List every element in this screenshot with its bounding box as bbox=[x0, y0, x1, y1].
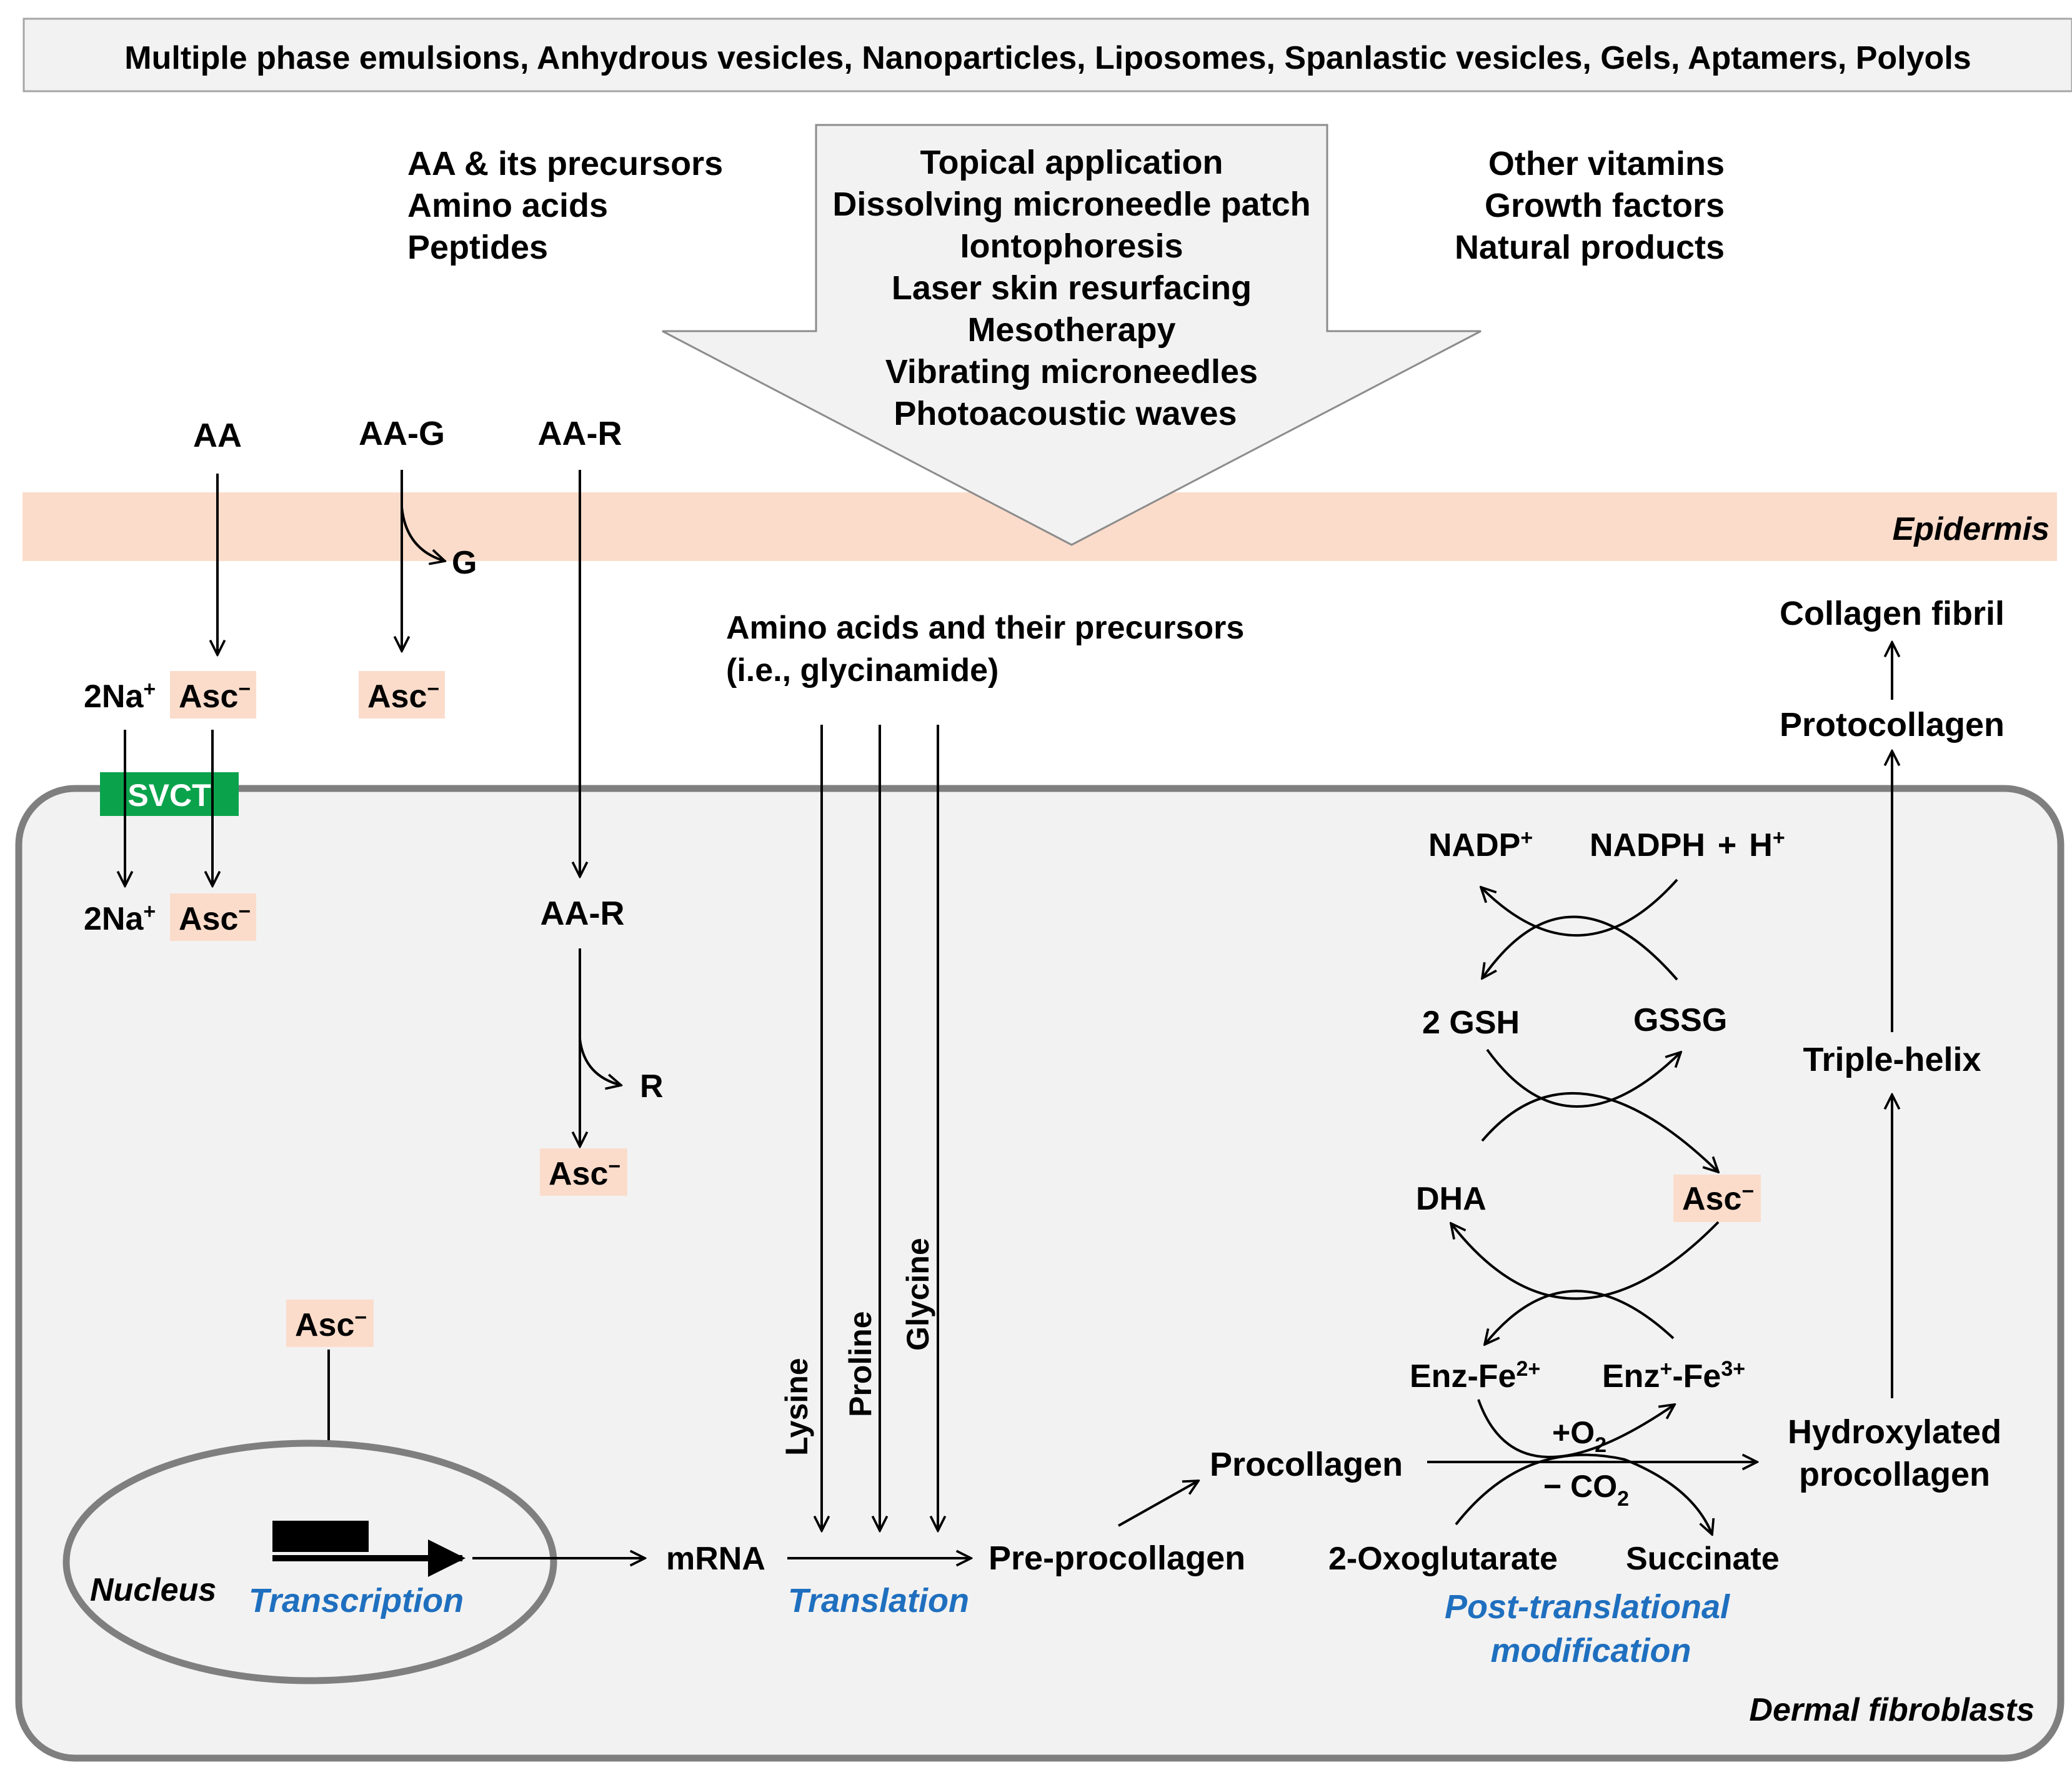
left-list-item: AA & its precursors bbox=[407, 145, 723, 182]
top-banner-text: Multiple phase emulsions, Anhydrous vesi… bbox=[124, 40, 1971, 76]
right-list-item: Natural products bbox=[1455, 229, 1725, 266]
proline-label: Proline bbox=[843, 1311, 878, 1417]
to-procollagen-arrow bbox=[1118, 1481, 1198, 1527]
enz-fe2-label: Enz-Fe2+ bbox=[1410, 1357, 1540, 1395]
svct-label: SVCT bbox=[127, 778, 211, 813]
gssg-label: GSSG bbox=[1633, 1002, 1727, 1038]
delivery-method: Vibrating microneedles bbox=[885, 353, 1258, 390]
delivery-method: Mesotherapy bbox=[967, 311, 1175, 349]
asc-box bbox=[540, 1148, 627, 1196]
na-label: 2Na+ bbox=[84, 677, 156, 715]
gsh-to-gssg-arc bbox=[1486, 1048, 1681, 1108]
delivery-arrow bbox=[662, 124, 1482, 546]
post-translational-line: modification bbox=[1491, 1632, 1691, 1669]
asc-label: Asc− bbox=[549, 1155, 620, 1192]
enz-fe2-to-fe3-arc bbox=[1477, 1399, 1675, 1458]
left-list-item: Peptides bbox=[407, 229, 548, 266]
hydroxylated-line: Hydroxylated bbox=[1788, 1413, 2001, 1451]
asc-box bbox=[1673, 1175, 1761, 1222]
translation-label: Translation bbox=[788, 1582, 969, 1619]
amino-precursors-line: (i.e., glycinamide) bbox=[726, 652, 999, 689]
left-list: AA & its precursors Amino acids Peptides bbox=[407, 145, 723, 266]
nadp-label: NADP+ bbox=[1428, 826, 1533, 863]
transcription-label: Transcription bbox=[249, 1582, 464, 1619]
right-list: Other vitamins Growth factors Natural pr… bbox=[1455, 145, 1725, 266]
delivery-methods: Topical application Dissolving microneed… bbox=[832, 144, 1310, 432]
asc-label: Asc− bbox=[179, 677, 251, 715]
asc-box bbox=[359, 671, 445, 718]
nucleus bbox=[62, 1439, 557, 1684]
nadph-to-nadp-arc bbox=[1481, 878, 1678, 937]
delivery-method: Iontophoresis bbox=[960, 227, 1183, 265]
dha-to-asc-arc bbox=[1481, 1091, 1718, 1172]
asc-label: Asc− bbox=[179, 900, 251, 937]
aa-label: AA bbox=[193, 417, 242, 454]
aa-r-label: AA-R bbox=[538, 415, 622, 452]
pre-procollagen-label: Pre-procollagen bbox=[989, 1539, 1245, 1577]
succinate-label: Succinate bbox=[1626, 1541, 1780, 1577]
gssg-to-gsh-arc bbox=[1482, 915, 1678, 980]
aa-r-inner-label: AA-R bbox=[540, 895, 625, 932]
mrna-label: mRNA bbox=[666, 1541, 765, 1577]
right-list-item: Growth factors bbox=[1485, 187, 1725, 224]
dermal-fibroblasts-label: Dermal fibroblasts bbox=[1749, 1692, 2035, 1728]
collagen-fibril-label: Collagen fibril bbox=[1780, 595, 2005, 632]
oxoglutarate-label: 2-Oxoglutarate bbox=[1328, 1541, 1558, 1577]
o2-label: +O2 bbox=[1552, 1415, 1606, 1457]
protocollagen-label: Protocollagen bbox=[1780, 706, 2005, 743]
triple-helix-label: Triple-helix bbox=[1803, 1041, 1981, 1078]
nadph-label: NADPH+H+ bbox=[1590, 826, 1785, 863]
asc-label: Asc− bbox=[1682, 1180, 1754, 1217]
gene-block bbox=[272, 1521, 369, 1552]
top-banner-box bbox=[22, 17, 2072, 92]
right-list-item: Other vitamins bbox=[1488, 145, 1725, 182]
g-release-arrow bbox=[401, 507, 445, 561]
asc-label: Asc− bbox=[295, 1306, 367, 1343]
post-translational-line: Post-translational bbox=[1445, 1588, 1730, 1626]
left-list-item: Amino acids bbox=[407, 187, 608, 224]
g-label: G bbox=[452, 545, 477, 581]
asc-box bbox=[286, 1300, 374, 1347]
delivery-method: Topical application bbox=[920, 144, 1223, 181]
nucleus-label: Nucleus bbox=[90, 1572, 216, 1608]
enz-fe3-label: Enz+-Fe3+ bbox=[1602, 1357, 1745, 1395]
amino-precursors-line: Amino acids and their precursors bbox=[726, 610, 1244, 646]
hydroxylated-line: procollagen bbox=[1799, 1456, 1990, 1493]
asc-to-dha-arc bbox=[1451, 1221, 1720, 1300]
lysine-label: Lysine bbox=[779, 1358, 814, 1456]
enz-fe3-to-fe2-arc bbox=[1485, 1290, 1675, 1345]
glycine-label: Glycine bbox=[900, 1238, 935, 1351]
r-release-arrow bbox=[579, 1038, 621, 1085]
delivery-method: Laser skin resurfacing bbox=[892, 269, 1252, 307]
delivery-method: Dissolving microneedle patch bbox=[832, 186, 1310, 223]
svct-transporter bbox=[100, 772, 239, 816]
gsh-label: 2 GSH bbox=[1422, 1005, 1520, 1041]
na-label: 2Na+ bbox=[84, 900, 156, 937]
asc-box bbox=[170, 671, 256, 718]
asc-label: Asc− bbox=[367, 677, 439, 715]
oxoglutarate-to-succinate-arc bbox=[1455, 1453, 1712, 1534]
aa-g-label: AA-G bbox=[359, 415, 445, 452]
procollagen-label: Procollagen bbox=[1210, 1446, 1403, 1483]
delivery-method: Photoacoustic waves bbox=[894, 395, 1237, 432]
epidermis-label: Epidermis bbox=[1893, 511, 2050, 547]
co2-label: − CO2 bbox=[1543, 1469, 1629, 1511]
asc-box bbox=[170, 893, 256, 941]
dha-label: DHA bbox=[1416, 1181, 1487, 1217]
r-label: R bbox=[640, 1068, 664, 1105]
